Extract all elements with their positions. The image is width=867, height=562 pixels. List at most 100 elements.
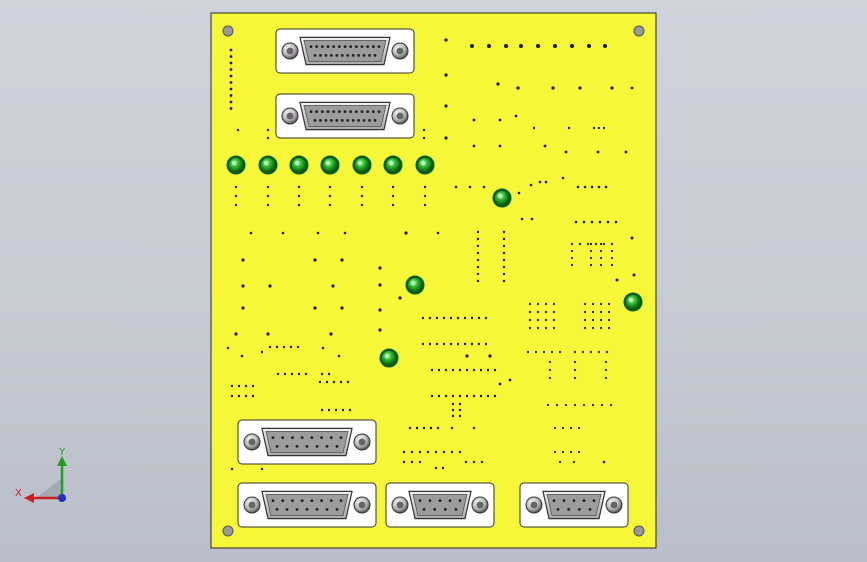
pin	[349, 110, 353, 114]
via	[610, 256, 614, 260]
via	[472, 394, 476, 398]
pin	[556, 507, 560, 511]
via	[599, 263, 603, 267]
via	[604, 376, 608, 380]
via	[465, 394, 469, 398]
via	[283, 372, 287, 376]
via	[339, 380, 343, 384]
via	[581, 350, 585, 354]
pin	[443, 507, 447, 511]
via	[337, 354, 341, 358]
via	[378, 308, 382, 312]
via	[297, 372, 301, 376]
via	[472, 460, 476, 464]
via	[430, 368, 434, 372]
via	[234, 185, 238, 189]
via	[477, 342, 481, 346]
via	[597, 185, 601, 189]
top-db25-connector	[275, 93, 415, 139]
via	[583, 318, 587, 322]
via	[573, 368, 577, 372]
via	[451, 414, 455, 418]
via	[229, 94, 233, 97]
pin	[295, 444, 299, 448]
pin	[315, 45, 319, 49]
via	[573, 350, 577, 354]
pin	[310, 436, 314, 440]
screw-hole	[396, 112, 404, 120]
via	[528, 302, 532, 306]
pin	[339, 499, 343, 503]
bottom-db9-connector	[519, 482, 629, 528]
led	[226, 155, 246, 175]
via	[528, 318, 532, 322]
via	[517, 191, 521, 195]
pin	[325, 507, 329, 511]
pin	[325, 444, 329, 448]
via	[516, 86, 520, 90]
via	[599, 302, 603, 306]
via	[437, 368, 441, 372]
via	[472, 118, 476, 122]
via	[589, 256, 593, 260]
pin	[448, 499, 452, 503]
via	[574, 220, 578, 224]
pin	[368, 53, 371, 57]
via	[576, 185, 580, 189]
via	[444, 394, 448, 398]
via	[334, 408, 338, 412]
pin	[275, 507, 279, 511]
pin	[320, 436, 323, 440]
via	[544, 318, 548, 322]
via	[290, 372, 294, 376]
pin	[343, 110, 347, 114]
pin	[351, 53, 355, 57]
via	[472, 144, 476, 148]
via	[630, 86, 634, 90]
pin	[271, 436, 275, 440]
led	[379, 348, 399, 368]
via	[415, 426, 419, 430]
via	[458, 414, 462, 418]
via	[237, 394, 241, 398]
via	[321, 346, 325, 350]
x-axis-label: X	[15, 488, 22, 499]
via	[602, 242, 606, 246]
pin	[326, 45, 330, 49]
via	[530, 217, 534, 221]
via	[552, 318, 556, 322]
via	[610, 263, 614, 267]
via	[444, 104, 448, 108]
via	[607, 326, 611, 330]
led	[415, 155, 435, 175]
via	[544, 302, 548, 306]
via	[391, 185, 395, 189]
pin	[354, 110, 358, 114]
via	[249, 231, 253, 235]
via	[498, 382, 502, 386]
via	[391, 194, 395, 198]
via	[444, 73, 448, 77]
connectors	[237, 28, 629, 528]
via	[410, 460, 414, 464]
pin	[291, 499, 294, 503]
pin	[305, 444, 309, 448]
via	[590, 185, 594, 189]
via	[229, 81, 233, 84]
mounting-hole	[633, 525, 645, 537]
via	[502, 272, 506, 276]
via	[318, 380, 322, 384]
via	[552, 310, 556, 314]
via	[591, 310, 595, 314]
via	[422, 426, 426, 430]
mounting-hole	[222, 525, 234, 537]
via	[450, 426, 454, 430]
pin	[351, 118, 355, 122]
pin	[577, 507, 581, 511]
via	[599, 242, 603, 246]
via	[234, 194, 238, 198]
pin	[329, 53, 333, 57]
via	[536, 44, 540, 48]
via	[436, 426, 440, 430]
